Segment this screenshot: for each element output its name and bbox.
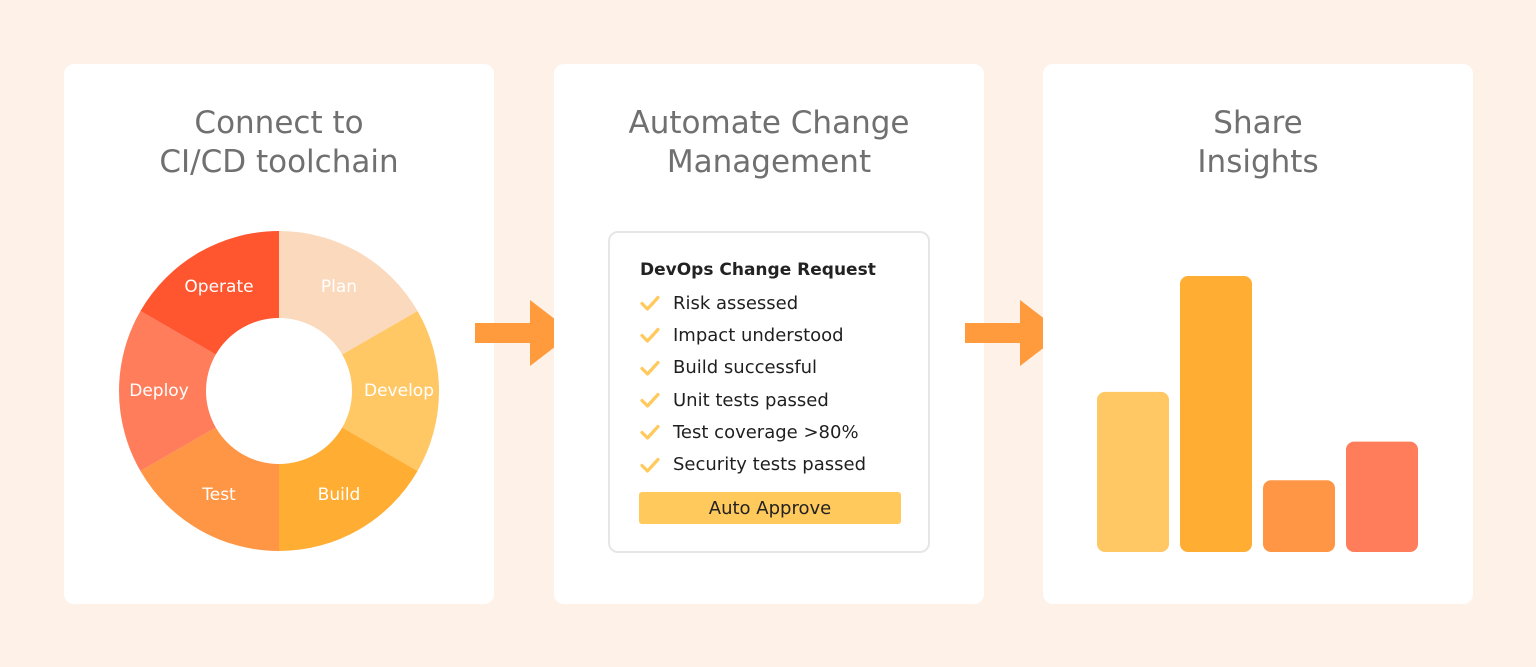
donut-label-build: Build [318, 485, 361, 505]
chart-bar-1 [1097, 391, 1169, 552]
arrow-shape [475, 300, 573, 366]
change-request-card: DevOps Change Request Risk assessed Impa… [608, 231, 930, 553]
connect-panel-title: Connect to CI/CD toolchain [64, 104, 494, 182]
donut-label-operate: Operate [184, 277, 253, 297]
checklist-item-label: Security tests passed [673, 454, 867, 476]
checklist-item: Unit tests passed [640, 384, 928, 416]
connect-title-line2: CI/CD toolchain [159, 144, 399, 180]
donut-label-plan: Plan [321, 277, 357, 297]
checkmark-icon [640, 425, 660, 440]
right-arrow-icon [965, 300, 1063, 366]
checklist-item: Test coverage >80% [640, 416, 928, 448]
chart-bar-2 [1180, 276, 1252, 552]
checklist-item-label: Risk assessed [673, 292, 799, 314]
donut-segment-test [140, 427, 279, 551]
checkmark-icon [640, 296, 660, 311]
checkmark-icon [640, 360, 660, 376]
checklist-item-label: Build successful [673, 357, 818, 379]
checklist-item: Build successful [640, 352, 928, 384]
checklist-item: Risk assessed [640, 287, 928, 319]
insights-panel-title: Share Insights [1043, 104, 1473, 182]
donut-label-test: Test [201, 485, 236, 505]
donut-segment-operate [140, 231, 279, 355]
donut-segment-build [279, 427, 418, 551]
checklist: Risk assessed Impact understood Build su… [640, 287, 928, 481]
change-request-title: DevOps Change Request [640, 260, 876, 280]
chart-bar-4 [1346, 441, 1418, 552]
checkmark-icon [640, 457, 660, 473]
donut-segment-deploy [119, 311, 216, 471]
arrow-shape [965, 300, 1063, 366]
auto-approve-button[interactable]: Auto Approve [639, 492, 901, 524]
automate-title-line1: Automate Change [628, 105, 910, 141]
checklist-item-label: Unit tests passed [673, 389, 829, 411]
donut-segment-develop [342, 311, 439, 471]
right-arrow-icon [475, 300, 573, 366]
checklist-item-label: Test coverage >80% [673, 421, 859, 443]
chart-bar-3 [1263, 480, 1335, 552]
checklist-item: Impact understood [640, 319, 928, 351]
donut-label-deploy: Deploy [129, 381, 189, 401]
checklist-item-label: Impact understood [673, 324, 844, 346]
automate-panel-title: Automate Change Management [554, 104, 984, 182]
donut-label-develop: Develop [364, 381, 434, 401]
insights-title-line1: Share [1213, 105, 1303, 141]
automate-title-line2: Management [666, 144, 872, 180]
automate-panel: Automate Change Management DevOps Change… [554, 64, 984, 604]
insights-bar-chart [1097, 276, 1418, 552]
checkmark-icon [640, 392, 660, 408]
connect-title-line1: Connect to [194, 105, 364, 141]
checkmark-icon [640, 328, 660, 344]
insights-panel: Share Insights [1043, 64, 1473, 604]
insights-title-line2: Insights [1197, 144, 1319, 180]
checklist-item: Security tests passed [640, 448, 928, 480]
donut-segment-plan [279, 231, 418, 355]
